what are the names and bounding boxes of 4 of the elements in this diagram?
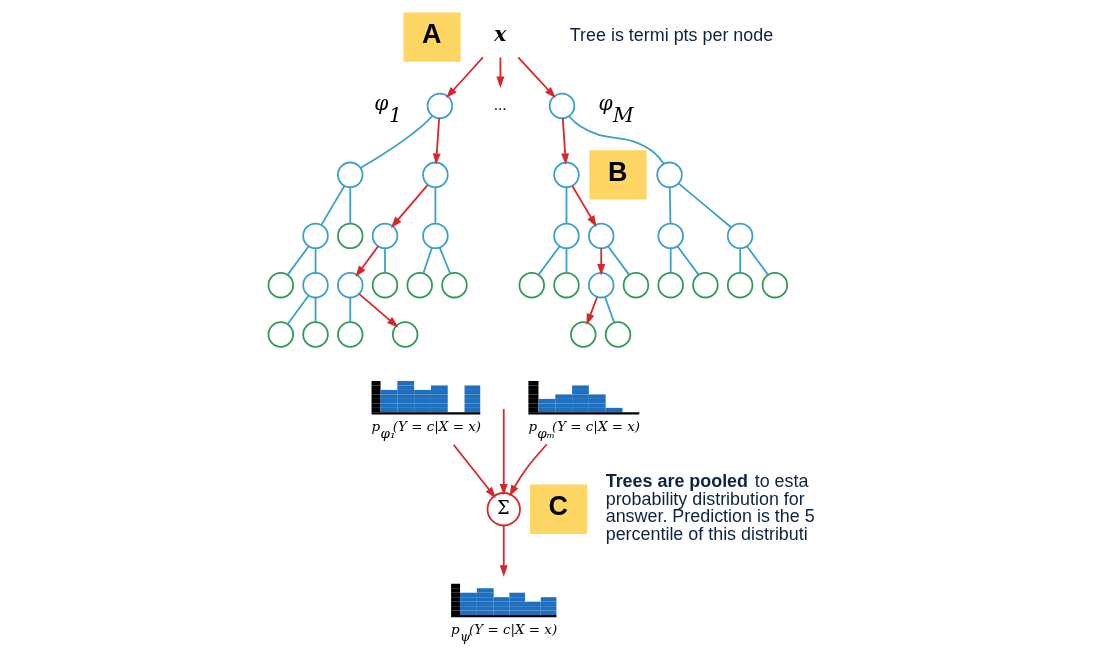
node-text: x xyxy=(494,21,507,46)
node-text: ... xyxy=(493,96,507,114)
label: Trees are pooled to esta probability distribution for answer. Prediction is the 5 percentile of this distributi xyxy=(605,470,815,545)
label: Tree is termi pts per node xyxy=(569,25,774,46)
